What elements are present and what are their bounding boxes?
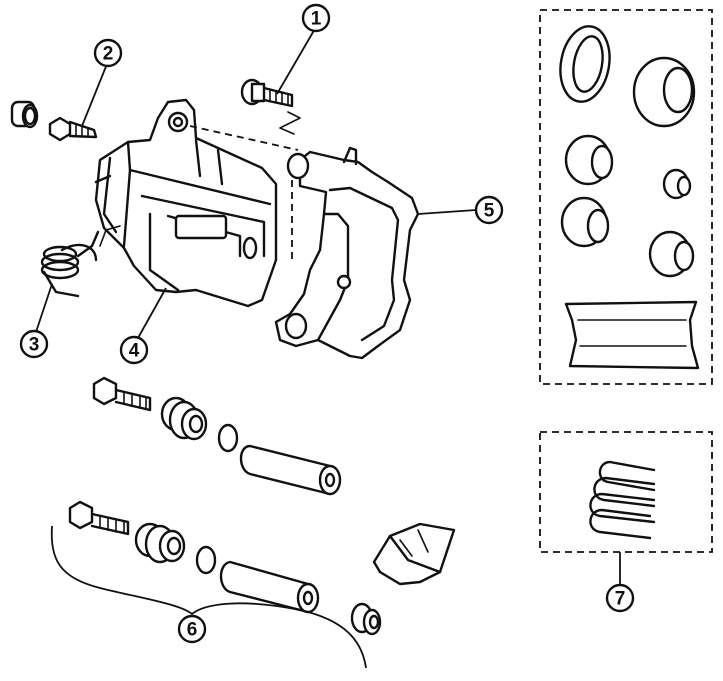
caliper-carrier-bracket	[274, 146, 420, 360]
clip-kit-box	[539, 431, 713, 553]
guide-pin-set-lower	[68, 500, 382, 636]
callout-3: 3	[19, 329, 49, 359]
seal-kit-box	[539, 9, 713, 385]
bleeder-screw-assembly	[10, 100, 98, 142]
caliper-body	[94, 98, 278, 308]
svg-text:4: 4	[129, 341, 140, 362]
group-bracket-6	[50, 525, 367, 669]
guide-bolt-top	[240, 78, 301, 135]
leader-4	[137, 287, 167, 339]
leader-1	[276, 26, 317, 95]
leader-5	[417, 209, 477, 215]
svg-text:7: 7	[615, 589, 626, 610]
svg-text:2: 2	[103, 44, 114, 65]
svg-text:1: 1	[311, 9, 322, 30]
alignment-line-top	[189, 125, 299, 151]
svg-text:5: 5	[484, 201, 495, 222]
callout-6: 6	[177, 614, 207, 644]
callout-1: 1	[301, 3, 331, 33]
leader-2	[81, 63, 108, 127]
leader-3	[35, 283, 53, 333]
dust-cover-cap	[372, 522, 456, 586]
callout-2: 2	[93, 38, 123, 68]
svg-text:3: 3	[29, 335, 40, 356]
callout-5: 5	[474, 195, 504, 225]
svg-text:6: 6	[187, 620, 198, 641]
callout-4: 4	[119, 335, 149, 365]
callout-7: 7	[605, 583, 635, 613]
guide-pin-set-upper	[92, 376, 342, 496]
retaining-spring	[40, 230, 100, 298]
